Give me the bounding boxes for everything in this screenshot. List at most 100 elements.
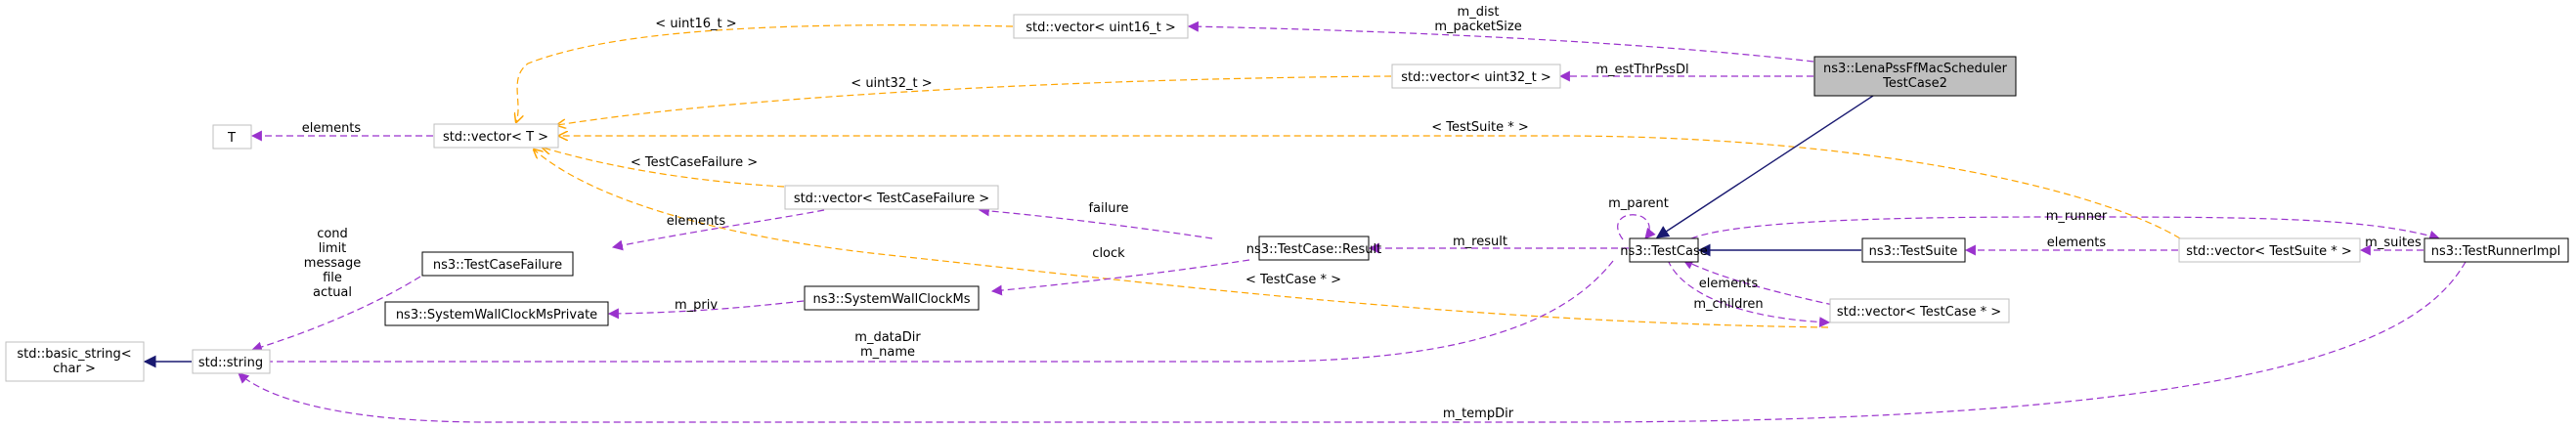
node-testcasefailure-label: ns3::TestCaseFailure — [433, 258, 562, 273]
node-systemwallclockms-label: ns3::SystemWallClockMs — [812, 292, 970, 307]
edge-label-cond: cond — [317, 227, 348, 241]
edge-vector-testcase-to-testcase — [1682, 259, 1834, 306]
edge-std-vector-t-to-vector-uint16 — [516, 24, 1014, 122]
edge-lena-inherits-testcase — [1655, 95, 1874, 238]
node-testcasefailure-box — [421, 251, 574, 277]
edge-label-m-dist: m_dist — [1458, 5, 1500, 20]
edge-label-m-estthrpssdl: m_estThrPssDl — [1595, 63, 1688, 77]
node-systemwallclockms[interactable]: ns3::SystemWallClockMs — [804, 285, 980, 311]
edge-label-m-datadir: m_dataDir — [854, 330, 921, 345]
edge-testcase-to-testrunnerimpl — [1690, 216, 2441, 241]
edge-systemwallclockms-to-private — [607, 300, 805, 320]
node-std-string-box — [192, 349, 271, 374]
node-basic-string[interactable]: std::basic_string< char > — [5, 341, 145, 382]
node-testsuite-box — [1861, 237, 1966, 263]
edge-label-testcase-ptr: < TestCase * > — [1245, 273, 1341, 287]
node-vector-testsuite-box — [2178, 237, 2361, 263]
node-std-vector-t[interactable]: std::vector< T > — [433, 123, 559, 149]
edge-label-limit: limit — [319, 241, 347, 256]
edge-label-m-packetsize: m_packetSize — [1434, 20, 1521, 34]
edge-label-m-tempdir: m_tempDir — [1443, 407, 1514, 421]
node-vector-uint16[interactable]: std::vector< uint16_t > — [1013, 14, 1189, 39]
node-t[interactable]: T — [212, 124, 252, 150]
node-testcase-label: ns3::TestCase — [1620, 244, 1707, 259]
node-testcase[interactable]: ns3::TestCase — [1620, 237, 1708, 263]
edge-label-m-runner: m_runner — [2046, 209, 2108, 224]
edge-label-m-priv: m_priv — [675, 298, 718, 313]
edge-result-to-systemwallclockms — [990, 259, 1250, 296]
node-testsuite-label: ns3::TestSuite — [1869, 244, 1958, 259]
node-basic-string-label-line2: char > — [53, 362, 96, 376]
edge-label-testsuite-ptr: < TestSuite * > — [1431, 120, 1528, 135]
node-vector-uint32[interactable]: std::vector< uint32_t > — [1391, 64, 1561, 89]
edge-label-testcasefailure: < TestCaseFailure > — [631, 155, 758, 170]
edge-testcase-to-std-string — [254, 260, 1614, 367]
node-testcase-result-label: ns3::TestCase::Result — [1246, 242, 1381, 257]
node-t-label: T — [227, 131, 236, 146]
node-t-box — [212, 124, 252, 150]
node-vector-testcase-box — [1829, 298, 2010, 323]
node-vector-testsuite[interactable]: std::vector< TestSuite * > — [2178, 237, 2361, 263]
edge-label-failure: failure — [1088, 201, 1128, 216]
node-vector-uint32-box — [1391, 64, 1561, 89]
edge-label-actual: actual — [313, 285, 352, 300]
node-std-string[interactable]: std::string — [192, 349, 271, 374]
edge-testcasefailure-to-std-string — [250, 276, 421, 353]
node-lena-pss-ff-mac-scheduler-testcase2[interactable]: ns3::LenaPssFfMacScheduler TestCase2 — [1813, 56, 2017, 97]
edge-label-file: file — [323, 271, 342, 285]
nodes: ns3::LenaPssFfMacScheduler TestCase2 std… — [5, 14, 2569, 382]
node-vector-uint32-label: std::vector< uint32_t > — [1401, 70, 1551, 85]
node-testrunnerimpl-box — [2423, 237, 2569, 263]
node-systemwallclockms-box — [804, 285, 980, 311]
node-systemwallclockmsprivate-label: ns3::SystemWallClockMsPrivate — [396, 308, 597, 322]
edge-label-clock: clock — [1092, 246, 1125, 261]
edge-label-uint16: < uint16_t > — [655, 17, 736, 31]
node-vector-testsuite-label: std::vector< TestSuite * > — [2186, 244, 2352, 259]
node-lena-label-line2: TestCase2 — [1882, 76, 1947, 91]
edge-label-elements-t: elements — [302, 121, 362, 136]
edge-testcase-to-vector-testcase — [1667, 259, 1831, 328]
node-vector-testcasefailure[interactable]: std::vector< TestCaseFailure > — [784, 185, 999, 210]
node-vector-uint16-box — [1013, 14, 1189, 39]
node-testcasefailure[interactable]: ns3::TestCaseFailure — [421, 251, 574, 277]
node-testcase-box — [1629, 237, 1699, 263]
node-std-vector-t-box — [433, 123, 559, 149]
node-basic-string-label-line1: std::basic_string< — [17, 347, 131, 362]
node-lena-label-line1: ns3::LenaPssFfMacScheduler — [1823, 62, 2008, 76]
edge-lena-to-vector-uint16 — [1187, 21, 1814, 63]
node-testrunnerimpl[interactable]: ns3::TestRunnerImpl — [2423, 237, 2569, 263]
edge-std-vector-t-to-vector-testsuite — [559, 136, 2181, 239]
edge-std-vector-t-to-vector-uint32 — [557, 75, 1392, 125]
edge-testcase-self-parent — [1617, 214, 1656, 240]
node-testrunnerimpl-label: ns3::TestRunnerImpl — [2431, 244, 2561, 259]
edge-label-uint32: < uint32_t > — [851, 76, 932, 91]
edge-vector-testcasefailure-to-testcasefailure — [611, 209, 825, 251]
node-vector-uint16-label: std::vector< uint16_t > — [1026, 21, 1176, 35]
node-testcase-result-box — [1258, 236, 1370, 261]
node-systemwallclockmsprivate[interactable]: ns3::SystemWallClockMsPrivate — [384, 301, 609, 326]
node-vector-testcase[interactable]: std::vector< TestCase * > — [1829, 298, 2010, 323]
node-vector-testcase-label: std::vector< TestCase * > — [1837, 305, 2001, 320]
node-vector-testcasefailure-box — [784, 185, 999, 210]
edge-label-m-children: m_children — [1693, 297, 1763, 312]
edge-label-m-suites: m_suites — [2365, 236, 2422, 250]
edge-std-vector-t-to-vector-testcasefailure — [543, 148, 785, 188]
node-lena-box — [1813, 56, 2017, 97]
node-basic-string-box — [5, 341, 145, 382]
node-std-string-label: std::string — [198, 356, 263, 370]
node-testsuite[interactable]: ns3::TestSuite — [1861, 237, 1966, 263]
node-testcase-result[interactable]: ns3::TestCase::Result — [1246, 236, 1381, 261]
edge-label-elements-suite: elements — [2047, 236, 2107, 250]
edge-testrunnerimpl-to-std-string — [238, 261, 2467, 423]
edge-std-vector-t-to-vector-testcase — [534, 150, 1829, 328]
edge-label-elements-case: elements — [1699, 277, 1759, 291]
edge-label-elements-failure: elements — [667, 214, 726, 229]
edge-result-to-vector-testcasefailure — [978, 205, 1213, 239]
node-systemwallclockmsprivate-box — [384, 301, 609, 326]
edge-label-m-parent: m_parent — [1608, 196, 1669, 211]
edge-label-message: message — [304, 256, 361, 271]
edge-label-m-name: m_name — [860, 345, 915, 360]
node-std-vector-t-label: std::vector< T > — [443, 130, 548, 145]
node-vector-testcasefailure-label: std::vector< TestCaseFailure > — [794, 192, 989, 206]
